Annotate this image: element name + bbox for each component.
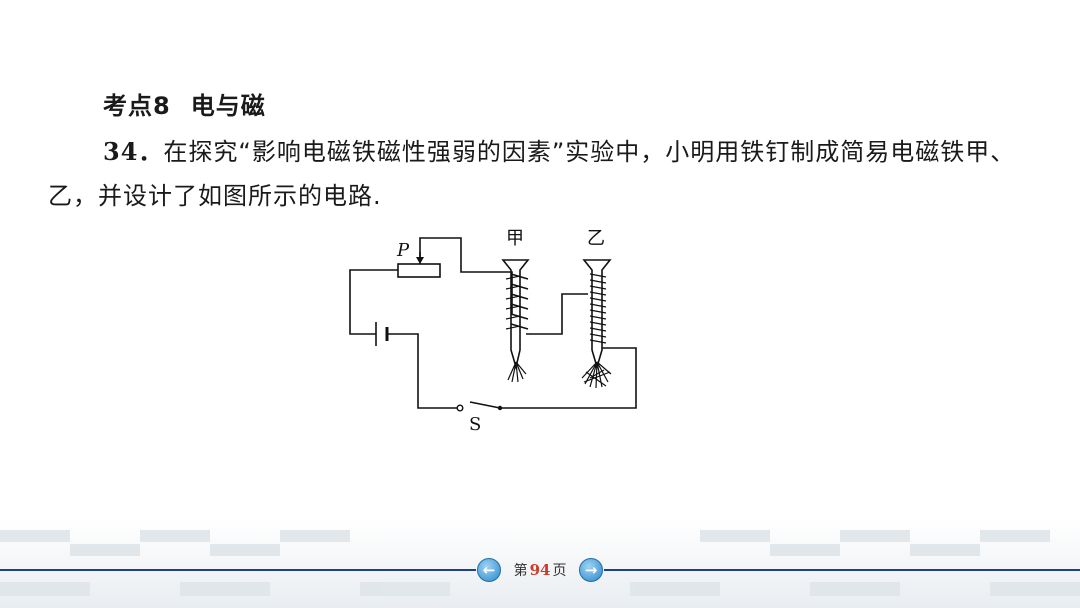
- circuit-diagram: P 甲 乙 S: [349, 228, 637, 435]
- switch-contact: [497, 405, 503, 411]
- wire-left: [349, 269, 398, 335]
- section-heading: 考点8 电与磁: [103, 86, 266, 121]
- question-number: 34．: [103, 137, 164, 166]
- label-p: P: [396, 240, 410, 261]
- switch-contact: [456, 404, 464, 412]
- electromagnet-yi: [581, 259, 612, 389]
- arrow-left-icon[interactable]: ←: [477, 558, 501, 582]
- label-jia: 甲: [506, 228, 524, 249]
- electromagnet-jia: [501, 259, 530, 383]
- label-yi: 乙: [587, 228, 605, 249]
- section-label: 考点8: [103, 92, 171, 120]
- footer-decoration: [0, 520, 1080, 608]
- wire-jia-to-yi: [526, 293, 588, 335]
- wire-switch-return: [500, 347, 637, 409]
- battery-icon: [375, 322, 389, 346]
- page-suffix: 页: [552, 563, 567, 579]
- page-prefix: 第: [513, 563, 528, 579]
- label-s: S: [469, 414, 481, 435]
- arrow-right-icon[interactable]: →: [579, 558, 603, 582]
- wire-slider-to-jia: [419, 237, 513, 314]
- circuit-figure: P 甲 乙 S: [340, 222, 640, 437]
- page-number: 94: [529, 561, 551, 579]
- question-body: 在探究“影响电磁铁磁性强弱的因素”实验中，小明用铁钉制成简易电磁铁甲、乙，并设计…: [48, 138, 1016, 210]
- switch-blade: [469, 401, 501, 409]
- section-title: 电与磁: [190, 92, 266, 120]
- slider-arrowhead: [416, 257, 424, 264]
- wire-battery-to-switch: [387, 333, 458, 409]
- rheostat-body: [397, 263, 441, 278]
- question-text: 34．在探究“影响电磁铁磁性强弱的因素”实验中，小明用铁钉制成简易电磁铁甲、乙，…: [48, 130, 1038, 218]
